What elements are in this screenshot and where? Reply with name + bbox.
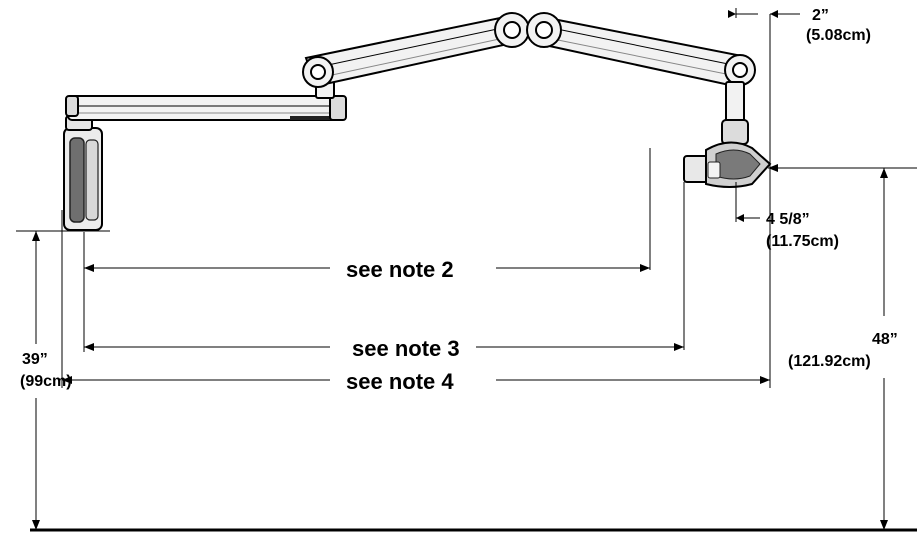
label-top-offset-cm: (5.08cm) <box>806 27 871 44</box>
joint-right <box>724 54 756 86</box>
handle-unit <box>63 115 103 231</box>
joint-center <box>494 12 562 48</box>
label-total-height-cm: (121.92cm) <box>788 353 871 370</box>
label-head-offset-in: 4 5/8” <box>766 211 810 228</box>
label-top-offset-in: 2” <box>812 7 829 24</box>
label-see-note-2: see note 2 <box>346 257 454 282</box>
label-head-offset-cm: (11.75cm) <box>766 233 839 250</box>
drop-tube <box>721 81 749 145</box>
label-see-note-3: see note 3 <box>352 336 460 361</box>
arm-illustration <box>63 12 772 231</box>
horizontal-arm <box>65 95 347 121</box>
label-handle-height-in: 39” <box>22 351 48 368</box>
label-see-note-4: see note 4 <box>346 369 454 394</box>
head-assembly <box>683 141 772 188</box>
upper-arm-right <box>538 16 744 88</box>
upper-arm-left <box>304 16 510 88</box>
joint-left <box>302 56 334 88</box>
dimension-lines <box>16 8 917 530</box>
arrowheads <box>32 10 888 530</box>
label-handle-height-cm: (99cm) <box>20 373 72 390</box>
label-total-height-in: 48” <box>872 331 898 348</box>
